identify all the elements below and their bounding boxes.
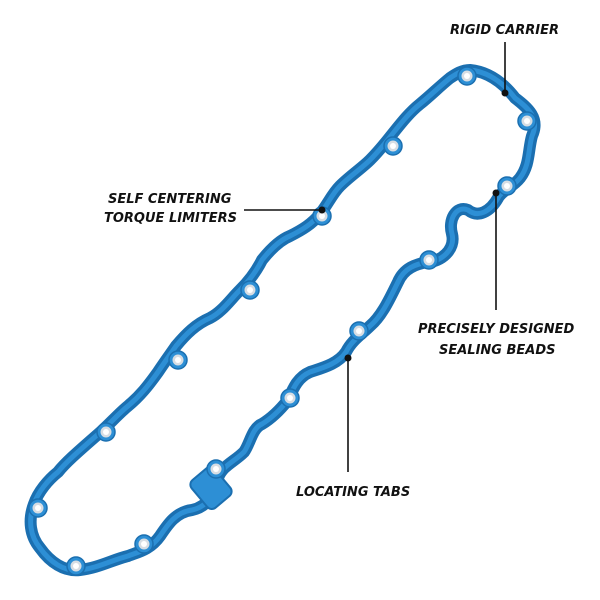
callout-label-line-2: TORQUE LIMITERS xyxy=(104,211,237,226)
callout-label: RIGID CARRIER xyxy=(450,23,559,38)
leader-dot xyxy=(501,89,509,97)
bolt-hole xyxy=(206,459,226,479)
bolt-hole xyxy=(66,556,86,576)
leader-dot xyxy=(344,354,352,362)
sealing-bead xyxy=(28,67,538,573)
callout-label-line-2: SEALING BEADS xyxy=(439,343,556,358)
bolt-hole xyxy=(419,250,439,270)
callout-label-line-1: PRECISELY DESIGNED xyxy=(418,322,575,337)
callout-rigid-carrier: RIGID CARRIER xyxy=(450,23,559,97)
callout-label: LOCATING TABS xyxy=(296,485,410,500)
bolt-hole xyxy=(168,350,188,370)
torque-limiters xyxy=(28,66,537,576)
bolt-hole xyxy=(280,388,300,408)
bolt-hole xyxy=(349,321,369,341)
bolt-hole xyxy=(383,136,403,156)
bolt-hole xyxy=(497,176,517,196)
bolt-hole xyxy=(517,111,537,131)
gasket-outline xyxy=(24,64,541,577)
leader-dot xyxy=(318,206,326,214)
leader-dot xyxy=(492,189,500,197)
locating-tab-block xyxy=(189,466,233,510)
callout-torque-limiters: SELF CENTERING TORQUE LIMITERS xyxy=(104,192,326,226)
bolt-hole xyxy=(96,422,116,442)
bolt-hole xyxy=(28,498,48,518)
valve-cover-gasket xyxy=(24,64,541,577)
bolt-hole xyxy=(457,66,477,86)
callout-locating-tabs: LOCATING TABS xyxy=(296,354,410,500)
bolt-hole xyxy=(134,534,154,554)
callout-label-line-1: SELF CENTERING xyxy=(108,192,232,207)
bolt-hole xyxy=(240,280,260,300)
callout-sealing-beads: PRECISELY DESIGNED SEALING BEADS xyxy=(418,189,575,358)
